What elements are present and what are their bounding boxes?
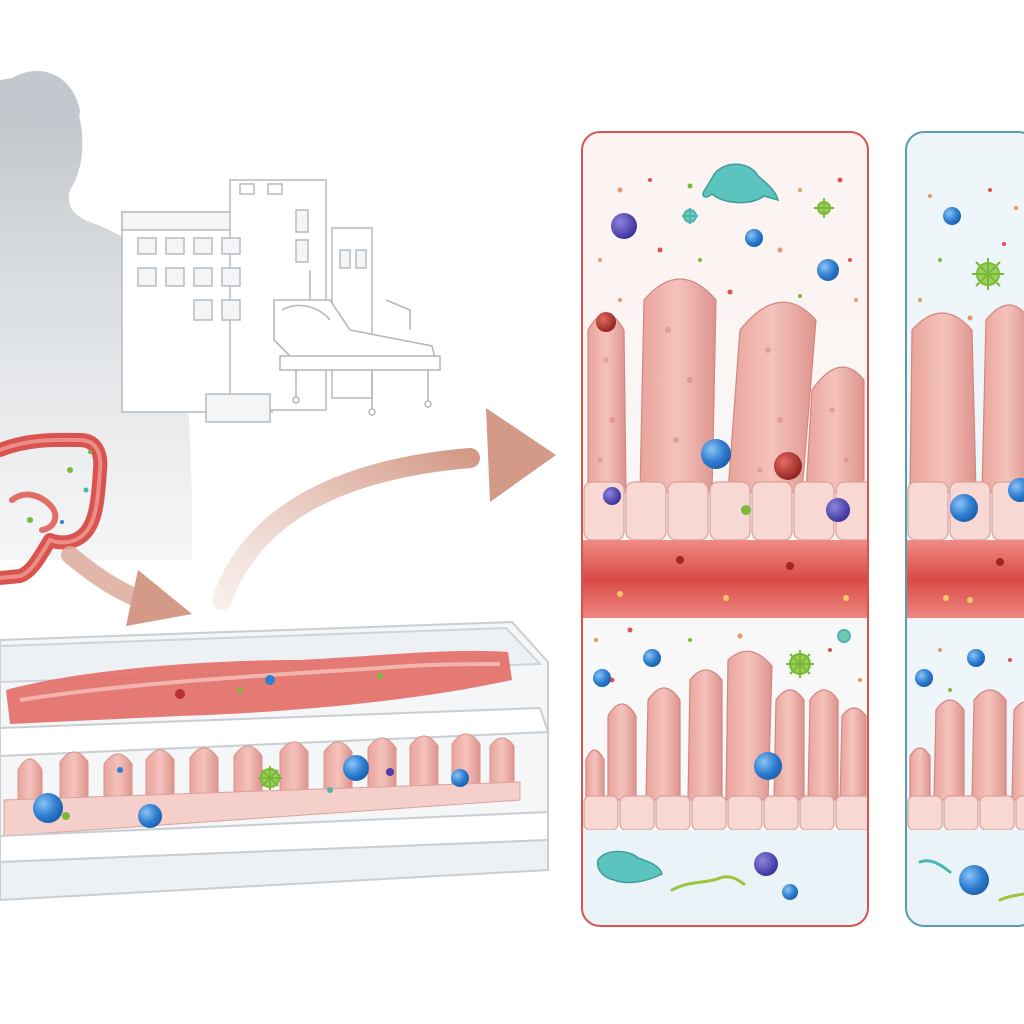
organ-chip-device xyxy=(0,620,550,902)
panel-a-blood-vessel xyxy=(582,540,868,618)
panel-a-villi-texture xyxy=(597,327,849,473)
panel-a-microbe-green-3 xyxy=(814,198,834,218)
chip-microbe-green xyxy=(258,766,282,790)
panel-a-microbe-teal-bottom xyxy=(596,850,663,884)
panel-a-microbe-green-4 xyxy=(837,629,851,643)
panel-b-filament xyxy=(918,859,952,874)
panel-b-microbe-green xyxy=(972,258,1004,290)
panel-b-villi-lower xyxy=(909,689,1024,801)
panel-a-microbe-green-1 xyxy=(786,650,814,678)
panel-b-villi-upper xyxy=(909,304,1024,493)
arrow-intestine-to-chip xyxy=(61,546,192,626)
panel-a-villi-upper xyxy=(587,278,865,493)
tissue-panel-healthy xyxy=(905,131,1024,927)
panel-b-debris xyxy=(918,188,1018,692)
panel-b-blood-vessel xyxy=(906,540,1024,618)
arrow-chip-to-panels xyxy=(212,408,556,610)
panel-b-epithelium-lower xyxy=(907,795,1024,831)
tissue-panel-diseased xyxy=(581,131,869,927)
panel-a-filament xyxy=(670,875,746,892)
panel-a-microbe-teal-top xyxy=(702,163,780,204)
panel-a-epithelium-upper xyxy=(583,481,868,541)
hospital-building xyxy=(121,179,373,423)
panel-a-microbe-green-2 xyxy=(682,208,698,224)
intestine-icon xyxy=(0,432,108,585)
hospital-bed-icon xyxy=(273,270,441,416)
